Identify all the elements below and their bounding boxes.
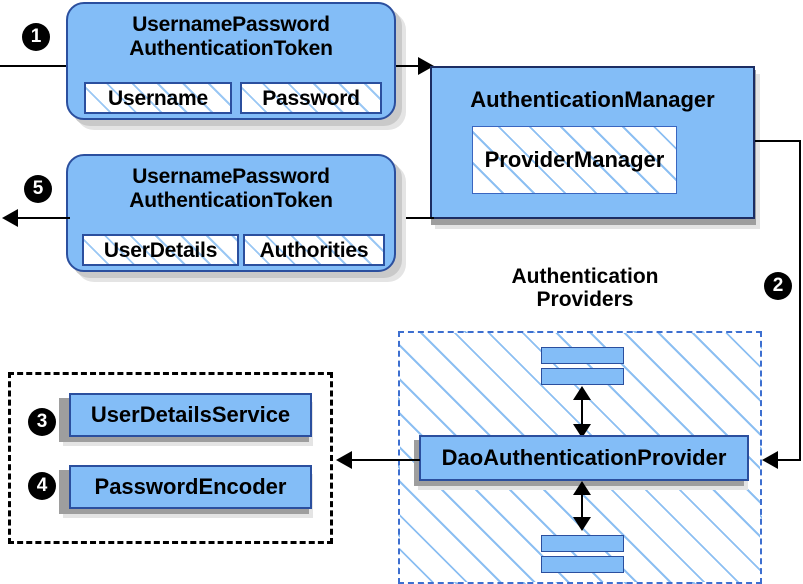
- provider-stack-top-bar-1[interactable]: [541, 347, 624, 364]
- connector-token-to-manager: [396, 65, 420, 67]
- arrowhead-provider-to-services: [336, 451, 352, 469]
- provider-manager-label: ProviderManager: [484, 146, 665, 172]
- dao-authentication-provider-box[interactable]: DaoAuthenticationProvider: [419, 435, 749, 481]
- request-token-field-username[interactable]: Username: [84, 82, 232, 114]
- connector-provider-to-services: [352, 459, 420, 461]
- connector-step2-bottom: [778, 459, 801, 461]
- step-badge-3: 3: [28, 408, 56, 436]
- connector-provider-top-line: [581, 396, 583, 428]
- request-token-field-password-label: Password: [262, 87, 360, 110]
- password-encoder-box[interactable]: PasswordEncoder: [69, 465, 312, 509]
- services-group-container: [8, 372, 333, 544]
- connector-step2-vertical: [799, 140, 801, 460]
- arrowhead-step2: [762, 451, 778, 469]
- request-token-card[interactable]: UsernamePassword AuthenticationToken Use…: [66, 2, 396, 120]
- step-badge-1: 1: [22, 23, 50, 51]
- dao-authentication-provider-label: DaoAuthenticationProvider: [441, 444, 727, 470]
- connector-manager-to-response-token: [396, 217, 434, 219]
- response-token-field-userdetails-label: UserDetails: [103, 239, 218, 262]
- step-badge-4: 4: [28, 472, 56, 500]
- connector-provider-bottom-line: [581, 489, 583, 521]
- response-token-title: UsernamePassword AuthenticationToken: [129, 165, 333, 212]
- connector-step2-top: [755, 140, 801, 142]
- request-token-title: UsernamePassword AuthenticationToken: [129, 13, 333, 60]
- arrowhead-provider-bottom-up: [573, 481, 591, 495]
- provider-stack-bottom-bar-1[interactable]: [541, 535, 624, 552]
- arrowhead-provider-top-up: [573, 386, 591, 400]
- arrowhead-provider-bottom-down: [573, 517, 591, 531]
- step-badge-5: 5: [24, 175, 52, 203]
- provider-stack-top-bar-2[interactable]: [541, 368, 624, 385]
- response-token-field-userdetails[interactable]: UserDetails: [82, 234, 239, 266]
- providers-group-caption: Authentication Providers: [511, 265, 659, 312]
- provider-stack-bottom-bar-2[interactable]: [541, 556, 624, 573]
- response-token-card[interactable]: UsernamePassword AuthenticationToken Use…: [66, 154, 396, 272]
- password-encoder-label: PasswordEncoder: [94, 473, 287, 499]
- request-token-field-password[interactable]: Password: [240, 82, 382, 114]
- user-details-service-box[interactable]: UserDetailsService: [69, 393, 312, 437]
- connector-request-in: [0, 65, 70, 67]
- connector-response-out: [18, 217, 70, 219]
- response-token-field-authorities-label: Authorities: [259, 239, 369, 262]
- response-token-field-authorities[interactable]: Authorities: [243, 234, 385, 266]
- step-badge-2: 2: [764, 272, 792, 300]
- arrowhead-provider-top-down: [573, 424, 591, 438]
- user-details-service-label: UserDetailsService: [90, 401, 291, 427]
- authentication-manager-title: AuthenticationManager: [470, 87, 715, 112]
- authentication-manager-box[interactable]: AuthenticationManager ProviderManager: [430, 66, 755, 219]
- arrowhead-response-out: [2, 209, 18, 227]
- provider-manager-box[interactable]: ProviderManager: [472, 126, 677, 194]
- request-token-field-username-label: Username: [108, 87, 208, 110]
